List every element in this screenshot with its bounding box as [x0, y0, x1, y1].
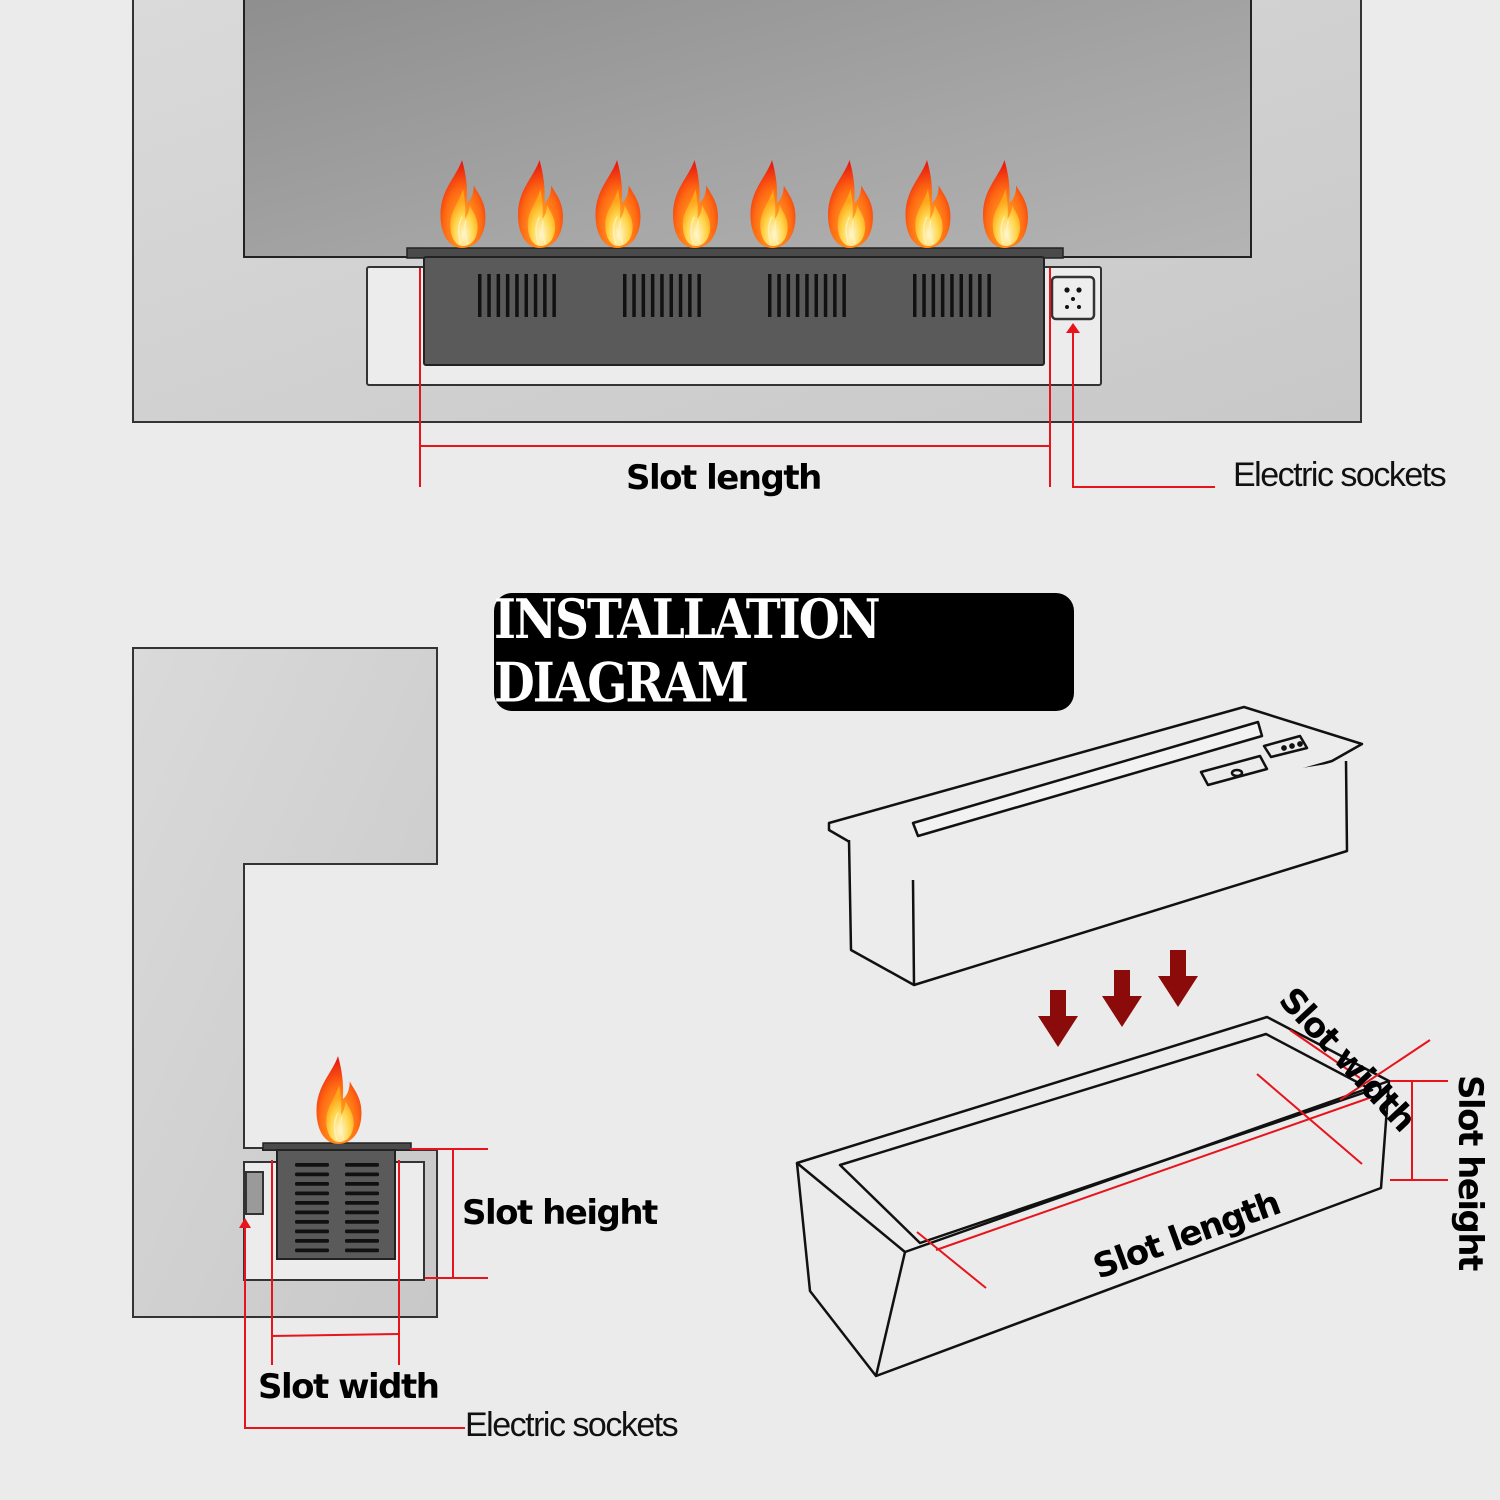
flame-icon [315, 1056, 363, 1144]
vent-group [768, 274, 846, 317]
down-arrow-icon [1158, 950, 1198, 1007]
side-slot-height-label: Slot height [462, 1193, 658, 1233]
vent-group [913, 274, 991, 317]
side-socket-leader-line [239, 1218, 465, 1429]
side-socket [245, 1171, 264, 1215]
vent-slot [295, 1248, 329, 1253]
front-view [132, 0, 1362, 488]
vent-group [478, 274, 556, 317]
electric-socket [1050, 275, 1096, 321]
vent-slot [295, 1182, 329, 1186]
slot-box-iso [795, 1015, 1391, 1378]
side-slot-width-label: Slot width [258, 1367, 440, 1407]
down-arrows [1038, 950, 1198, 1047]
vent-slot [295, 1229, 329, 1234]
diagram-title: INSTALLATION DIAGRAM [494, 588, 881, 716]
vent-slot [345, 1182, 379, 1186]
burner-body [423, 256, 1045, 366]
front-slot-length-label: Slot length [626, 458, 822, 498]
side-view [132, 647, 488, 1429]
burner-unit-iso [827, 705, 1364, 987]
vent-slot [345, 1248, 379, 1253]
down-arrow-icon [1038, 990, 1078, 1047]
iso-dimension-lines [916, 1029, 1448, 1289]
side-burner-plate [262, 1142, 412, 1151]
vent-slot [345, 1220, 379, 1224]
vent-slot [345, 1172, 379, 1177]
vent-slot [345, 1210, 379, 1215]
socket-leader-line [1066, 323, 1215, 488]
wall-recess [243, 0, 1252, 258]
iso-slot-height-label: Slot height [1450, 1075, 1490, 1270]
front-electric-sockets-label: Electric sockets [1233, 456, 1447, 494]
vent-slot [345, 1239, 379, 1243]
vent-groups [478, 274, 991, 317]
side-electric-sockets-label: Electric sockets [465, 1406, 679, 1444]
vent-slot [345, 1229, 379, 1234]
vent-slot [295, 1239, 329, 1243]
down-arrow-icon [1102, 970, 1142, 1027]
title-banner: INSTALLATION DIAGRAM [494, 589, 1074, 715]
vent-slot [295, 1191, 329, 1196]
vent-slot [345, 1163, 379, 1167]
vent-slot [295, 1210, 329, 1215]
side-slot-height-dimension [410, 1148, 488, 1279]
side-vents [295, 1163, 379, 1253]
vent-slot [345, 1201, 379, 1205]
vent-slot [295, 1201, 329, 1205]
side-slot-width-dimension [271, 1160, 400, 1365]
vent-slot [295, 1172, 329, 1177]
vent-slot [295, 1163, 329, 1167]
slot-length-dimension [419, 268, 1051, 487]
vent-slot [345, 1191, 379, 1196]
vent-slot [295, 1220, 329, 1224]
vent-group [623, 274, 701, 317]
